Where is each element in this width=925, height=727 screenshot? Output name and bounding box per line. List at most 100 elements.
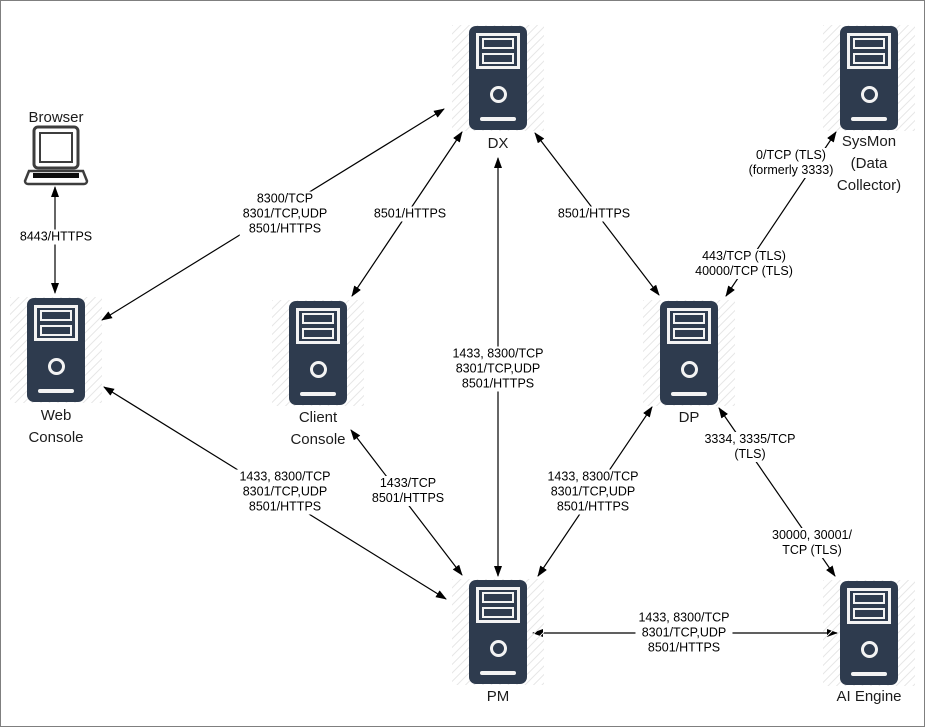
- edge-label-line: 1433, 8300/TCP: [452, 346, 544, 361]
- server-slot-icon: [482, 592, 514, 603]
- node-label-line: Console: [290, 431, 346, 448]
- edge-label-dp-ai-engine-upper: 3334, 3335/TCP(TLS): [701, 432, 799, 462]
- edge-label-line: 8301/TCP,UDP: [455, 361, 541, 376]
- node-label-line: PM: [486, 688, 510, 705]
- edge-label-line: (formerly 3333): [748, 163, 834, 177]
- server-vent-icon: [851, 672, 887, 676]
- edge-label-line: 8301/TCP,UDP: [242, 484, 328, 499]
- edge-label-browser-web-console: 8443/HTTPS: [16, 229, 96, 245]
- node-label-line: Console: [28, 429, 84, 446]
- edge-label-line: 40000/TCP (TLS): [695, 264, 793, 278]
- server-slot-icon: [853, 53, 885, 64]
- edge-label-line: 443/TCP (TLS): [702, 249, 786, 263]
- server-slot-icon: [482, 53, 514, 64]
- edge-label-line: 8501/HTTPS: [557, 206, 631, 221]
- server-power-icon: [860, 86, 878, 103]
- server-slots-icon: [476, 33, 520, 69]
- node-label-line: Collector): [836, 177, 902, 194]
- server-slot-icon: [40, 310, 72, 321]
- edge-label-client-console-dx: 8501/HTTPS: [370, 206, 450, 222]
- node-label-browser: Browser: [28, 107, 83, 129]
- edge-label-line: 8501/HTTPS: [556, 499, 630, 514]
- edge-label-line: 8300/TCP: [256, 191, 314, 206]
- node-label-pm: PM: [487, 686, 510, 708]
- edge-label-line: 8501/HTTPS: [647, 640, 721, 655]
- edge-label-line: 1433, 8300/TCP: [239, 469, 331, 484]
- server-power-icon: [489, 640, 507, 657]
- server-icon-pm: [469, 580, 527, 684]
- server-icon-web-console: [27, 298, 85, 402]
- server-vent-icon: [480, 671, 516, 675]
- edge-label-line: 8501/HTTPS: [371, 491, 445, 505]
- edge-label-line: 1433, 8300/TCP: [638, 610, 730, 625]
- server-slot-icon: [673, 328, 705, 339]
- edge-label-line: 1433, 8300/TCP: [547, 469, 639, 484]
- node-label-line: SysMon: [841, 133, 897, 150]
- edge-label-line: 30000, 30001/: [772, 528, 852, 542]
- node-label-dp: DP: [679, 407, 700, 429]
- edge-label-line: 8301/TCP,UDP: [550, 484, 636, 499]
- server-slot-icon: [853, 593, 885, 604]
- edge-label-line: 8301/TCP,UDP: [242, 206, 328, 221]
- node-label-dx: DX: [488, 133, 509, 155]
- server-power-icon: [680, 361, 698, 378]
- server-slot-icon: [40, 325, 72, 336]
- server-power-icon: [309, 361, 327, 378]
- server-power-icon: [47, 358, 65, 375]
- edge-label-dp-sysmon-lower: 443/TCP (TLS)40000/TCP (TLS): [692, 249, 796, 279]
- server-vent-icon: [480, 117, 516, 121]
- edge-label-line: 0/TCP (TLS): [756, 148, 826, 162]
- server-slot-icon: [853, 608, 885, 619]
- edge-label-line: 8443/HTTPS: [19, 229, 93, 244]
- edge-label-dp-ai-engine-lower: 30000, 30001/TCP (TLS): [769, 528, 855, 558]
- edge-label-line: TCP (TLS): [782, 543, 842, 557]
- server-slots-icon: [847, 588, 891, 624]
- edge-label-line: 8301/TCP,UDP: [641, 625, 727, 640]
- laptop-icon-browser: [23, 124, 89, 188]
- server-slots-icon: [34, 305, 78, 341]
- server-slots-icon: [667, 308, 711, 344]
- server-vent-icon: [851, 117, 887, 121]
- edge-label-line: 3334, 3335/TCP: [704, 432, 796, 446]
- server-vent-icon: [671, 392, 707, 396]
- server-icon-dx: [469, 26, 527, 130]
- edge-label-dx-dp: 8501/HTTPS: [554, 206, 634, 222]
- server-vent-icon: [38, 389, 74, 393]
- server-slot-icon: [853, 38, 885, 49]
- node-label-line: Web: [40, 407, 72, 424]
- server-power-icon: [489, 86, 507, 103]
- server-power-icon: [860, 641, 878, 658]
- server-slots-icon: [296, 308, 340, 344]
- edge-label-line: 8501/HTTPS: [248, 221, 322, 236]
- node-label-line: Client: [298, 409, 338, 426]
- edge-label-dp-sysmon-upper: 0/TCP (TLS)(formerly 3333): [745, 148, 837, 178]
- server-slot-icon: [302, 313, 334, 324]
- server-slots-icon: [476, 587, 520, 623]
- edge-label-line: (TLS): [734, 447, 766, 461]
- node-label-line: (Data: [850, 155, 888, 172]
- server-icon-sysmon: [840, 26, 898, 130]
- server-icon-ai-engine: [840, 581, 898, 685]
- edge-label-line: 8501/HTTPS: [248, 499, 322, 514]
- node-label-line: AI Engine: [836, 688, 902, 705]
- edge-label-line: 1433/TCP: [379, 476, 437, 490]
- server-slot-icon: [482, 607, 514, 618]
- edge-label-line: 8501/HTTPS: [461, 376, 535, 391]
- server-icon-dp: [660, 301, 718, 405]
- server-slot-icon: [482, 38, 514, 49]
- node-label-line: Browser: [28, 109, 84, 126]
- edge-label-line: 8501/HTTPS: [373, 206, 447, 221]
- server-slots-icon: [847, 33, 891, 69]
- server-vent-icon: [300, 392, 336, 396]
- server-icon-client-console: [289, 301, 347, 405]
- node-label-ai-engine: AI Engine: [836, 686, 901, 708]
